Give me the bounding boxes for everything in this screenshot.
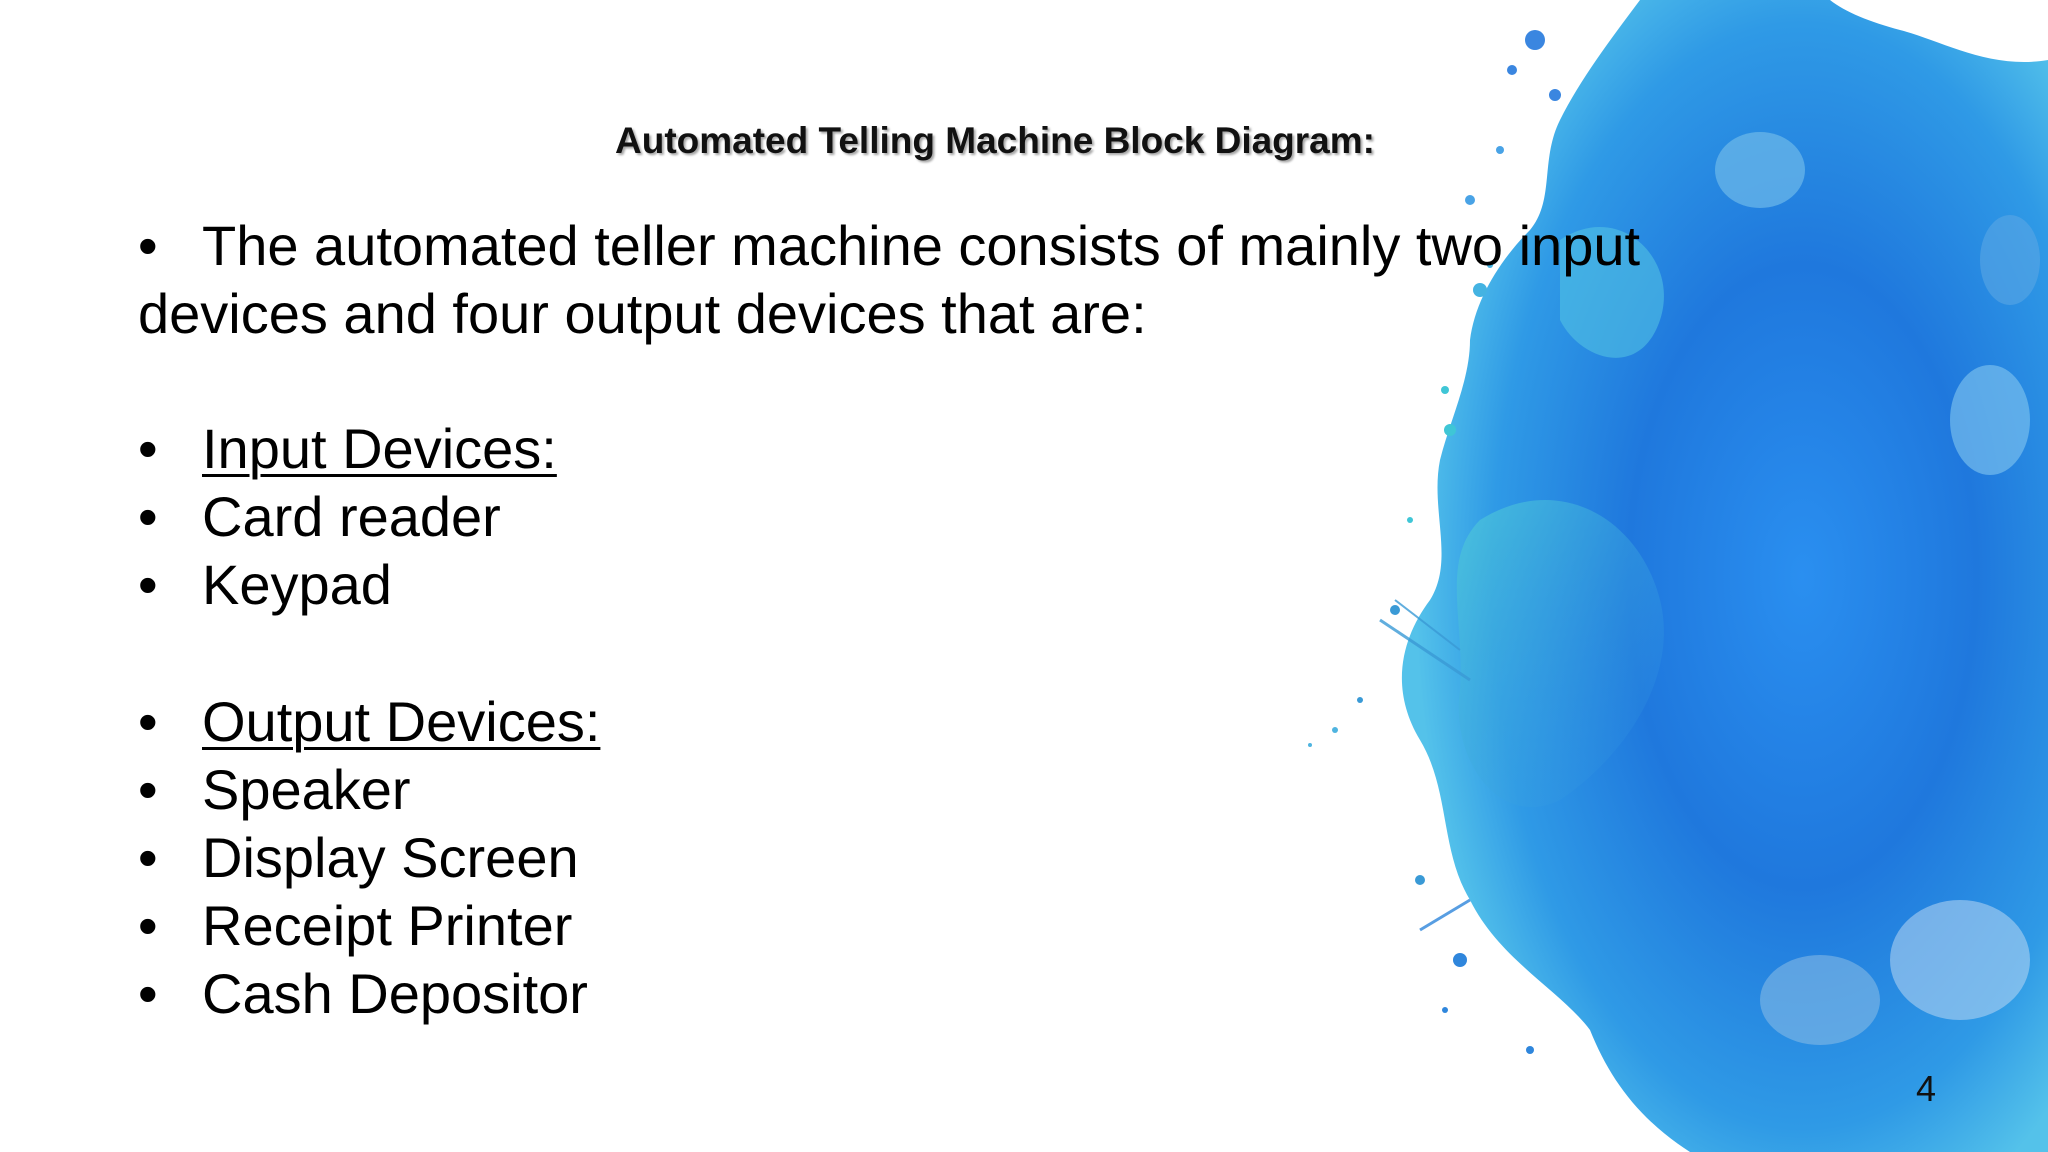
bullet: • [138, 894, 158, 957]
list-item-text: Display Screen [202, 826, 579, 889]
list-item-text: Speaker [202, 758, 411, 821]
intro-text: The automated teller machine consists of… [138, 214, 1641, 345]
list-item-text: Cash Depositor [202, 962, 588, 1025]
list-item: • Display Screen [138, 824, 600, 892]
list-item: • Speaker [138, 756, 600, 824]
output-devices-heading: • Output Devices: [138, 688, 600, 756]
page-number: 4 [1916, 1068, 1937, 1109]
intro-paragraph: •The automated teller machine consists o… [138, 212, 1698, 348]
list-item: • Card reader [138, 483, 557, 551]
output-devices-list: • Output Devices: • Speaker • Display Scree… [138, 688, 600, 1028]
bullet: • [138, 690, 158, 753]
input-devices-list: • Input Devices: • Card reader • Keypad [138, 415, 557, 619]
bullet: • [138, 417, 158, 480]
list-item: • Receipt Printer [138, 892, 600, 960]
list-item: • Keypad [138, 551, 557, 619]
input-heading-text: Input Devices: [202, 417, 557, 480]
bullet: • [138, 826, 158, 889]
list-item-text: Card reader [202, 485, 501, 548]
bullet: • [138, 553, 158, 616]
input-devices-heading: • Input Devices: [138, 415, 557, 483]
bullet: • [138, 962, 158, 1025]
list-item: • Cash Depositor [138, 960, 600, 1028]
bullet: • [138, 758, 158, 821]
output-heading-text: Output Devices: [202, 690, 601, 753]
list-item-text: Receipt Printer [202, 894, 573, 957]
intro-bullet: • [138, 214, 158, 277]
bullet: • [138, 485, 158, 548]
list-item-text: Keypad [202, 553, 392, 616]
slide-title: Automated Telling Machine Block Diagram: [615, 120, 1375, 161]
